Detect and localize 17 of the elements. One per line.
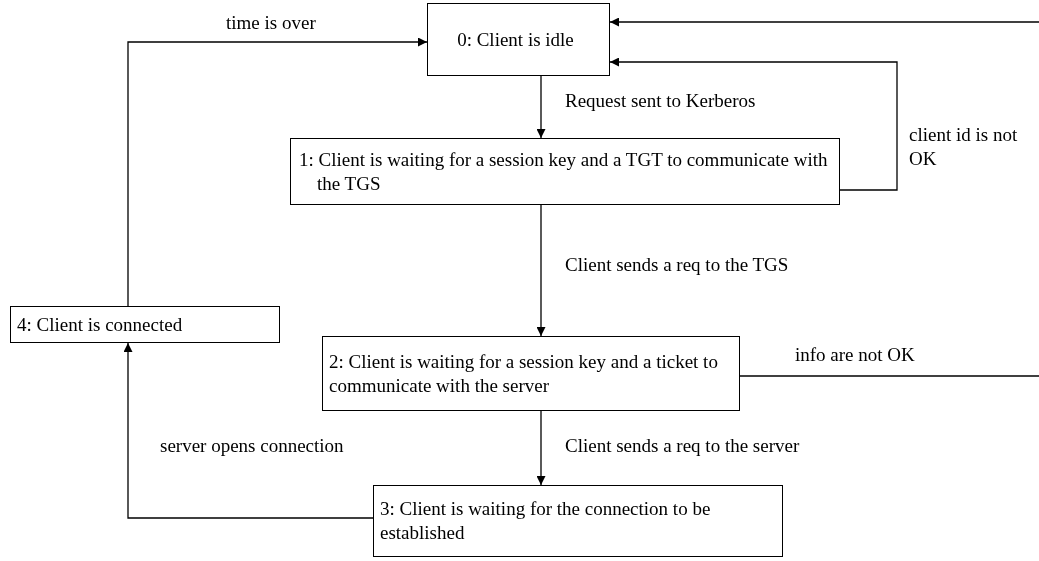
- arrow: [127, 37, 428, 307]
- state-box: [290, 138, 840, 205]
- arrow: [536, 410, 546, 486]
- arrow: [123, 342, 374, 519]
- state-text: 4: Client is connected: [16, 312, 184, 337]
- arrow: [536, 204, 546, 337]
- state-text: 1: Client is waiting for a session key and a TGT to communicate with the TGS: [298, 147, 829, 196]
- state-box: [373, 485, 783, 557]
- state-text: 2: Client is waiting for a session key and a ticket to communicate with the server: [328, 349, 719, 398]
- state-box: [10, 306, 280, 343]
- state-text: 3: Client is waiting for the connection to be established: [379, 497, 712, 545]
- arrow: [609, 57, 898, 191]
- arrow: [609, 17, 1039, 27]
- state-box: [322, 336, 740, 411]
- state-text: 0: Client is idle: [457, 27, 575, 52]
- state-box: [427, 3, 610, 76]
- arrow: [536, 75, 546, 139]
